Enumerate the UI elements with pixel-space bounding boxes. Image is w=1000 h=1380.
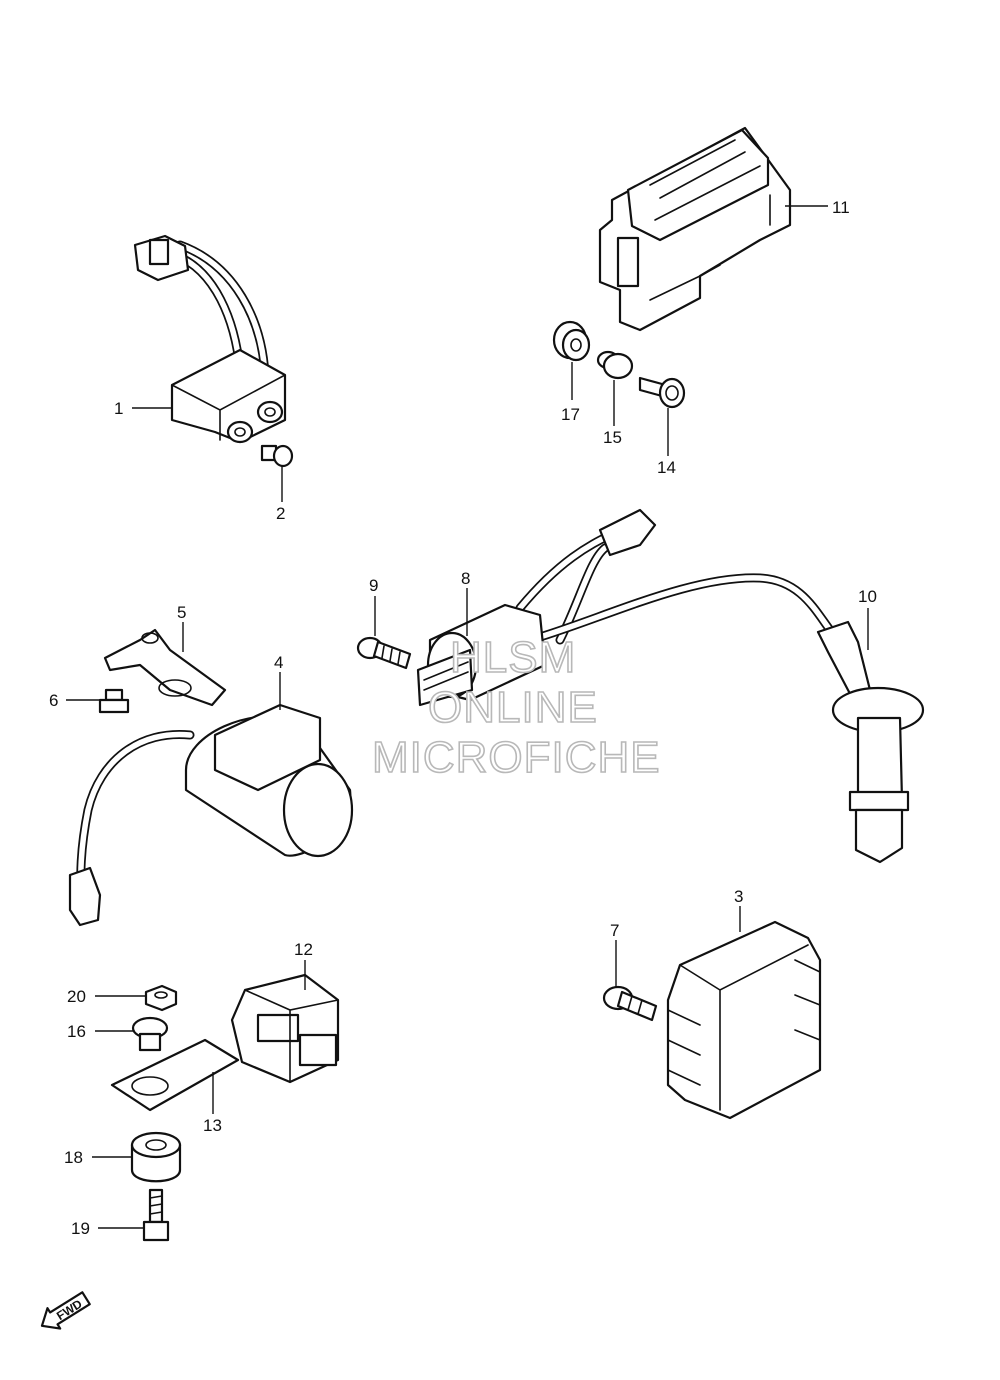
label-8: 8 [461,569,470,588]
label-14: 14 [657,458,676,477]
fwd-arrow: FWD [40,1291,91,1330]
fwd-arrow-icon [40,1291,91,1330]
ecu-module[interactable] [598,126,792,332]
label-18: 18 [64,1148,83,1167]
label-16: 16 [67,1022,86,1041]
watermark-line-3: MICROFICHE [372,733,661,782]
bolt-14[interactable] [638,376,686,409]
label-20: 20 [67,987,86,1006]
label-3: 3 [734,887,743,906]
spark-plug-cap[interactable] [816,620,925,864]
condenser[interactable] [68,703,354,927]
bracket-13[interactable] [110,1038,240,1112]
watermark: HLSM ONLINE MICROFICHE [371,632,661,783]
label-7: 7 [610,921,619,940]
watermark-line-1: HLSM [450,633,576,682]
label-13: 13 [203,1116,222,1135]
grommet-17[interactable] [552,320,591,362]
leader-lines [66,205,869,1229]
label-5: 5 [177,603,186,622]
label-17: 17 [561,405,580,424]
label-12: 12 [294,940,313,959]
collar-15[interactable] [596,350,634,380]
bolt-7[interactable] [602,985,658,1022]
label-6: 6 [49,691,58,710]
label-2: 2 [276,504,285,523]
label-11: 11 [832,198,850,217]
bolt-19[interactable] [142,1188,170,1242]
collar-16[interactable] [131,1016,169,1052]
bolt-9[interactable] [356,636,412,670]
label-19: 19 [71,1219,90,1238]
label-1: 1 [114,399,123,418]
grommet-18[interactable] [130,1131,182,1183]
starter-relay-12[interactable] [230,973,340,1084]
label-10: 10 [858,587,877,606]
label-9: 9 [369,576,378,595]
screw-2[interactable] [260,444,294,468]
regulator-rectifier[interactable] [666,920,822,1120]
bracket-5[interactable] [103,628,227,707]
label-15: 15 [603,428,622,447]
ignition-coil[interactable] [416,508,835,707]
nut-20[interactable] [144,984,178,1012]
starter-relay[interactable] [133,234,287,444]
label-4: 4 [274,653,283,672]
bolt-6[interactable] [98,688,130,714]
watermark-line-2: ONLINE [428,683,598,732]
